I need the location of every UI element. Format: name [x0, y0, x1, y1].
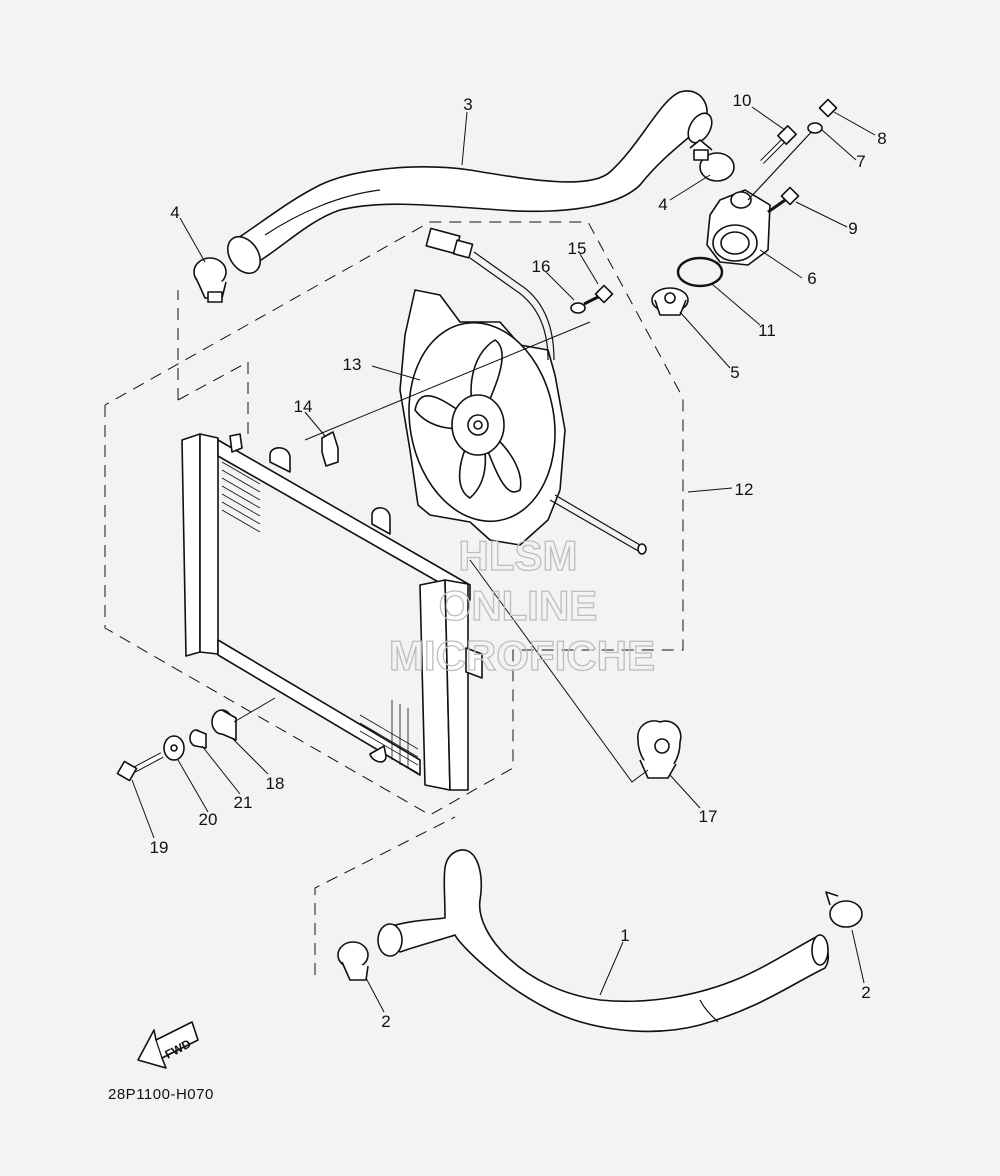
callout-11[interactable]: 11	[758, 321, 776, 340]
callout-15[interactable]: 15	[568, 239, 587, 258]
callout-12[interactable]: 12	[735, 480, 754, 499]
cooling-fan[interactable]	[394, 289, 571, 546]
callout-2b[interactable]: 2	[861, 983, 870, 1002]
callout-3[interactable]: 3	[463, 95, 472, 114]
callout-4b[interactable]: 4	[658, 195, 667, 214]
watermark-line-1: HLSM	[459, 532, 578, 579]
callout-9[interactable]: 9	[848, 219, 857, 238]
callout-5[interactable]: 5	[730, 363, 739, 382]
cap-leader	[469, 559, 649, 783]
callout-16[interactable]: 16	[532, 257, 551, 276]
radiator-leader	[304, 321, 591, 441]
callout-6[interactable]: 6	[807, 269, 816, 288]
callout-10[interactable]: 10	[733, 91, 752, 110]
hose-outline	[314, 816, 456, 975]
collar-21[interactable]	[189, 729, 207, 749]
washer-7[interactable]	[807, 122, 823, 134]
callout-21[interactable]: 21	[234, 793, 253, 812]
callout-19[interactable]: 19	[150, 838, 169, 857]
upper-hose[interactable]	[221, 90, 717, 279]
mount-leader	[233, 697, 276, 723]
fan-wire-connector[interactable]	[425, 227, 647, 555]
washer-20[interactable]	[163, 735, 185, 761]
callout-1[interactable]: 1	[620, 926, 629, 945]
grommet-18[interactable]	[211, 709, 237, 741]
bolt-9[interactable]	[767, 186, 800, 214]
callout-7[interactable]: 7	[856, 152, 865, 171]
radiator-cap[interactable]	[637, 720, 682, 779]
callout-labels: 1 2 2 3 4 4 5 6 7 8 9 10 11 12 13 14 15 …	[150, 91, 887, 1031]
callout-leaders	[131, 106, 876, 1013]
hose-clamp-lower-right[interactable]	[825, 891, 863, 928]
radiator[interactable]	[181, 433, 483, 791]
watermark-line-3: MICROFICHE	[389, 632, 655, 679]
fwd-arrow-icon	[137, 1021, 199, 1069]
thermostat[interactable]	[651, 287, 689, 316]
callout-18[interactable]: 18	[266, 774, 285, 793]
bolt-10[interactable]	[760, 125, 797, 164]
o-ring[interactable]	[676, 256, 724, 288]
radiator-fins	[221, 461, 419, 774]
diagram-code: 28P1100-H070	[108, 1086, 214, 1103]
hose-clamp-right[interactable]	[689, 139, 735, 182]
callout-4a[interactable]: 4	[170, 203, 179, 222]
hose-clamp-lower-left[interactable]	[337, 941, 369, 981]
callout-14[interactable]: 14	[294, 397, 313, 416]
watermark-line-2: ONLINE	[439, 582, 598, 629]
bracket-14[interactable]	[321, 431, 339, 467]
callout-20[interactable]: 20	[199, 810, 218, 829]
hose-clamp-left[interactable]	[193, 257, 227, 303]
callout-17[interactable]: 17	[699, 807, 718, 826]
bolt-19[interactable]	[116, 752, 164, 782]
bolt-8[interactable]	[747, 98, 838, 201]
callout-13[interactable]: 13	[343, 355, 362, 374]
lower-hose[interactable]	[377, 849, 830, 1033]
bolt-15[interactable]	[583, 284, 614, 306]
callout-2a[interactable]: 2	[381, 1012, 390, 1031]
thermostat-housing[interactable]	[706, 189, 771, 266]
washer-16[interactable]	[570, 302, 586, 314]
callout-8[interactable]: 8	[877, 129, 886, 148]
